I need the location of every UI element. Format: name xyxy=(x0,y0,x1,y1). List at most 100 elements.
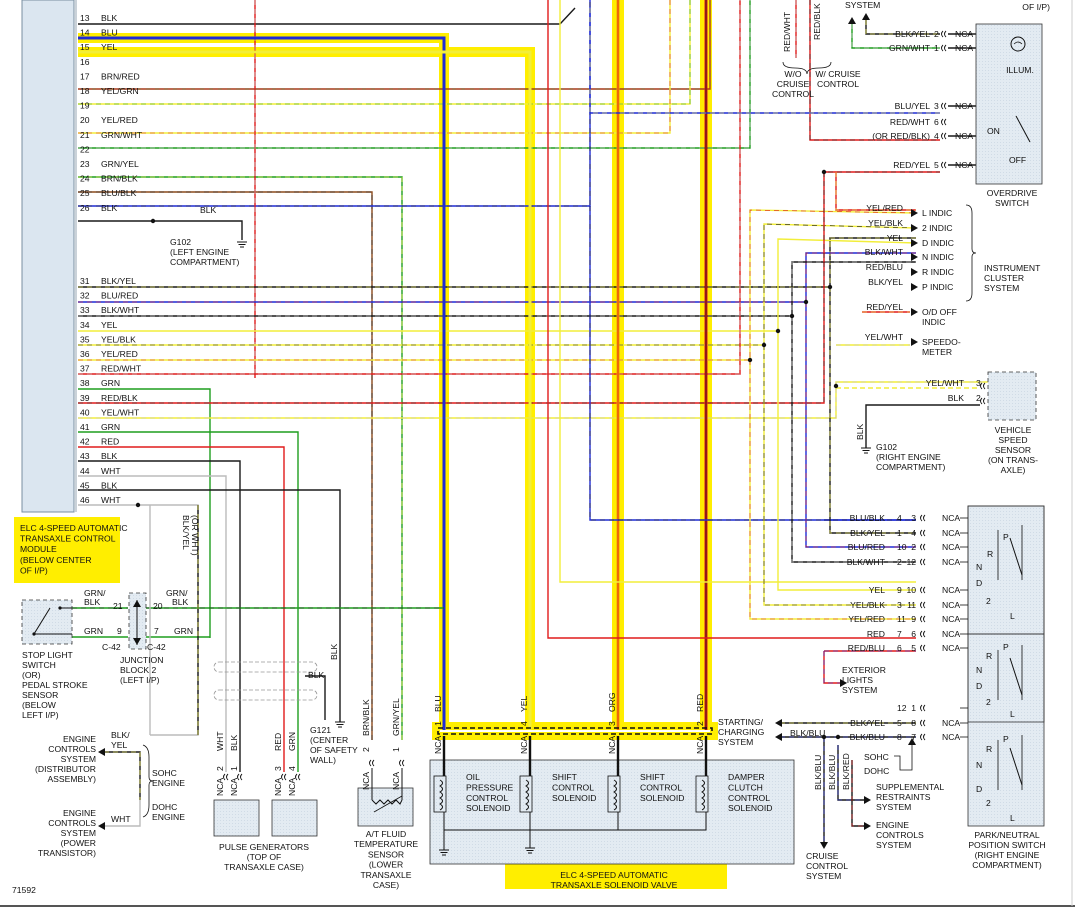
wire-pin-23-stripe xyxy=(78,176,403,740)
pnp-block-3-blade xyxy=(1009,747,1023,786)
dohc-engine-label: ENGINE xyxy=(152,812,185,822)
splice-dot xyxy=(821,169,827,175)
fluid-temp-title: A/T FLUID xyxy=(366,829,406,839)
vss-wire: BLK xyxy=(948,393,965,403)
cluster-wire: YEL/WHT xyxy=(865,332,904,342)
cluster-wire: YEL/RED xyxy=(866,203,903,213)
wire-pin-39-stripe xyxy=(78,171,940,404)
pnp-pin-a: 6 xyxy=(897,643,902,653)
engine-controls-left-2: ENGINE xyxy=(63,808,96,818)
pnp-wire: BLK/YEL xyxy=(850,528,885,538)
wire-pin-13 xyxy=(78,7,576,25)
wire-pnp-4 xyxy=(791,316,916,563)
cluster-indicator: METER xyxy=(922,347,952,357)
pnp-connector xyxy=(920,733,923,741)
wire-pin-18-stripe xyxy=(78,0,691,105)
wire-pin-36-stripe xyxy=(78,209,917,361)
overdrive-nca: NCA xyxy=(955,43,973,53)
pin-wire-label: BLU xyxy=(101,28,118,38)
solenoid-wire-label: YEL xyxy=(519,696,529,712)
splice-dot xyxy=(821,734,827,740)
cruise-top-wire: RED/BLK xyxy=(812,3,822,40)
engine-controls-right-title: ENGINE xyxy=(876,820,909,830)
pin-number: 25 xyxy=(80,188,90,198)
pnp-pin-a: 8 xyxy=(897,732,902,742)
fluid-temp-sensor-box xyxy=(357,787,414,827)
fluid-temp-pin: 1 xyxy=(391,747,401,752)
pnp-title: (RIGHT ENGINE xyxy=(975,850,1040,860)
arrow-right-icon xyxy=(911,239,918,247)
pnp-pin-a: 12 xyxy=(897,703,907,713)
dohc-label: DOHC xyxy=(864,766,889,776)
pnp-position: L xyxy=(1010,709,1015,719)
stop-light-wire: BLK xyxy=(172,597,189,607)
wire-pnp-7 xyxy=(749,360,916,620)
pnp-nca: NCA xyxy=(942,542,960,552)
system-label-top: SYSTEM xyxy=(845,0,880,10)
pin-number: 17 xyxy=(80,71,90,81)
pnp-connector xyxy=(920,630,923,638)
arrow-left-icon xyxy=(98,822,105,830)
pulse-gen-wire: WHT xyxy=(215,731,225,751)
vss-pin: 2 xyxy=(976,393,981,403)
pnp-position: L xyxy=(1010,813,1015,823)
pulse-gen-nca: NCA xyxy=(287,778,297,796)
fluid-temp-pin: 2 xyxy=(361,747,371,752)
pnp-pin-a: 1 xyxy=(897,528,902,538)
solenoid-pin: 4 xyxy=(519,721,529,726)
stop-light-pin: 7 xyxy=(154,626,159,636)
solenoid-pin: 3 xyxy=(607,721,617,726)
arrow-left-icon xyxy=(775,733,782,741)
pulse-gen-connector xyxy=(284,773,287,781)
solenoid-nca: NCA xyxy=(519,736,529,754)
overdrive-nca: NCA xyxy=(955,131,973,141)
overdrive-pin: 5 xyxy=(934,160,939,170)
figure-id: 71592 xyxy=(12,885,36,895)
pnp-position: N xyxy=(976,760,982,770)
overdrive-wire: RED/WHT xyxy=(890,117,931,127)
fluid-temp-connector xyxy=(369,759,372,767)
blkyel-vertical: (OR WHT) xyxy=(190,515,200,556)
g121-label: OF SAFETY xyxy=(310,745,358,755)
overdrive-wire: BLK/YEL xyxy=(895,29,930,39)
g121-label: (CENTER xyxy=(310,735,348,745)
overdrive-wire: GRN/WHT xyxy=(889,43,931,53)
solenoid-coil-icon xyxy=(613,779,617,811)
ecm-module-title: OF I/P) xyxy=(20,565,48,575)
pnp-title: POSITION SWITCH xyxy=(968,840,1045,850)
wire-pin-42 xyxy=(78,446,285,772)
pnp-connector xyxy=(920,719,923,727)
vss-connector xyxy=(983,397,986,405)
pin-number: 18 xyxy=(80,86,90,96)
fluid-temp-nca: NCA xyxy=(391,772,401,790)
wire-pin-15 xyxy=(78,50,532,730)
pnp-connector xyxy=(923,733,926,741)
solenoid-valve-title: TRANSAXLE SOLENOID VALVE xyxy=(551,880,678,890)
solenoid-name: SHIFT xyxy=(640,772,666,782)
pnp-nca: NCA xyxy=(942,600,960,610)
pnp-nca: NCA xyxy=(942,585,960,595)
pin-number: 23 xyxy=(80,159,90,169)
wire-pin-21 xyxy=(78,0,751,149)
overdrive-connector xyxy=(944,30,947,38)
wire-cruise-b-stripe xyxy=(809,0,940,141)
stop-light-switch-blade xyxy=(33,607,51,635)
cluster-brace xyxy=(965,204,977,302)
pin-number: 33 xyxy=(80,305,90,315)
solenoid-coil-icon xyxy=(525,779,529,811)
solenoid-nca: NCA xyxy=(607,736,617,754)
g102-right-wire: BLK xyxy=(855,423,865,440)
stop-light-wire: GRN/ xyxy=(166,588,188,598)
pin-number: 22 xyxy=(80,144,90,154)
solenoid-name: CONTROL xyxy=(728,793,770,803)
pnp-pin-b: 7 xyxy=(911,732,916,742)
wire-pnp-5 xyxy=(777,331,916,591)
pulse-gen-nca: NCA xyxy=(215,778,225,796)
cluster-indicator: N INDIC xyxy=(922,252,954,262)
solenoid-pin: 2 xyxy=(695,721,705,726)
cluster-indicator: INDIC xyxy=(922,317,945,327)
pnp-pin-b: 9 xyxy=(911,614,916,624)
pnp-pin-b: 6 xyxy=(911,629,916,639)
connector-id: C-42 xyxy=(147,642,166,652)
pnp-connector xyxy=(920,601,923,609)
